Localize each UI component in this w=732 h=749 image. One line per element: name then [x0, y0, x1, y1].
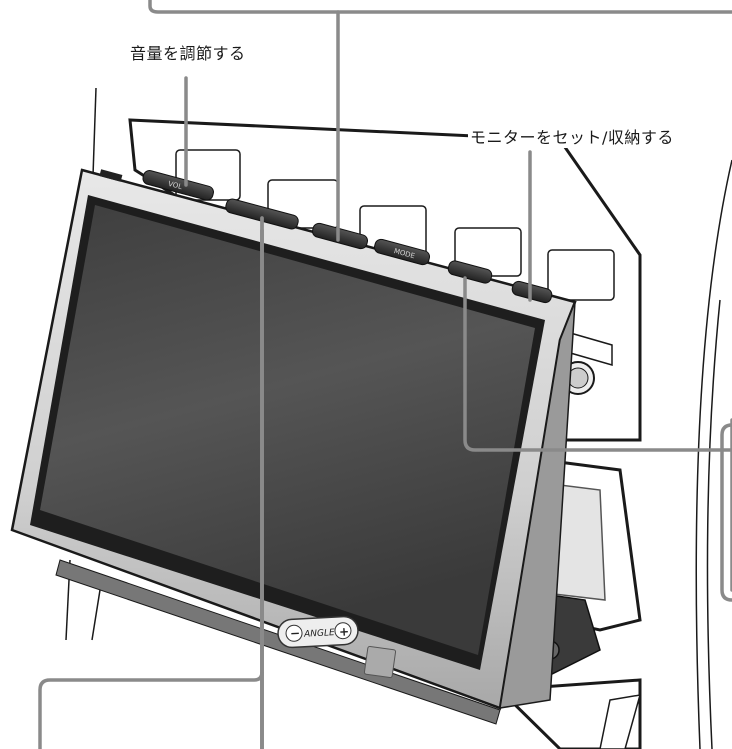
vol-button-label: VOL — [167, 180, 183, 191]
bottom-leader-box — [38, 671, 264, 691]
monitor-top-buttons: VOL MODE — [99, 169, 553, 304]
right-callout-box — [720, 423, 732, 602]
angle-plus-label: + — [339, 624, 350, 639]
angle-minus-label: − — [290, 626, 301, 641]
monitor-screen — [40, 205, 535, 655]
angle-control: − + ANGLE — [277, 615, 359, 649]
callout-monitor-set: モニターをセット/収納する — [468, 124, 676, 148]
sensor-window — [363, 645, 397, 679]
angle-button-label: ANGLE — [303, 628, 335, 640]
callout-volume: 音量を調節する — [128, 40, 248, 64]
monitor — [10, 168, 577, 725]
